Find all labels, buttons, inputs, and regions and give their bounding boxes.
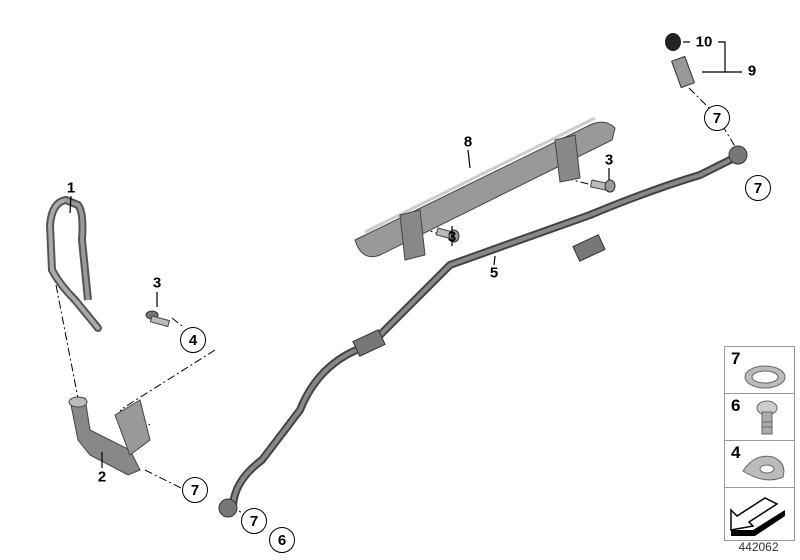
callout-2: 2 — [97, 468, 107, 486]
valve-part-9 — [670, 55, 696, 89]
callout-7-right: 7 — [745, 175, 771, 201]
sealing-ring-icon — [744, 365, 786, 389]
legend-item-washer: 4 — [725, 441, 794, 488]
assembly-lines — [55, 87, 737, 516]
banjo-bolt-icon — [756, 400, 778, 435]
callout-5: 5 — [489, 264, 499, 282]
legend-item-banjo-bolt: 6 — [725, 394, 794, 441]
washer-icon — [742, 455, 785, 481]
leader-lines — [69, 41, 742, 468]
bolt-part-3-right — [589, 179, 616, 193]
legend-number: 6 — [731, 396, 741, 415]
diagram-number: 442062 — [738, 540, 779, 554]
hose-part-5 — [218, 145, 748, 518]
callout-7-bottom-left: 7 — [182, 477, 208, 503]
legend-number: 4 — [731, 443, 741, 462]
direction-arrow-icon — [730, 497, 785, 536]
legend-item-direction-arrow — [725, 488, 794, 540]
callout-3-left: 3 — [152, 274, 162, 292]
parts-legend: 7 6 4 — [724, 346, 795, 541]
callout-7-bottom: 7 — [241, 508, 267, 534]
bracket-part-2 — [68, 396, 151, 476]
callout-6: 6 — [269, 527, 295, 553]
bolt-part-3-left — [145, 310, 170, 328]
callout-10: 10 — [695, 33, 713, 51]
callout-7-top: 7 — [704, 105, 730, 131]
callout-9: 9 — [747, 62, 757, 80]
callout-3-right: 3 — [604, 151, 614, 169]
callout-4: 4 — [180, 327, 206, 353]
callout-8: 8 — [463, 133, 473, 151]
rail-part-8 — [354, 116, 616, 261]
callout-1: 1 — [66, 179, 76, 197]
pipe-part-1 — [45, 196, 102, 332]
callout-3-mid: 3 — [447, 228, 457, 246]
cap-part-10 — [665, 33, 681, 51]
legend-number: 7 — [731, 349, 741, 368]
legend-item-sealing-ring: 7 — [725, 347, 794, 394]
